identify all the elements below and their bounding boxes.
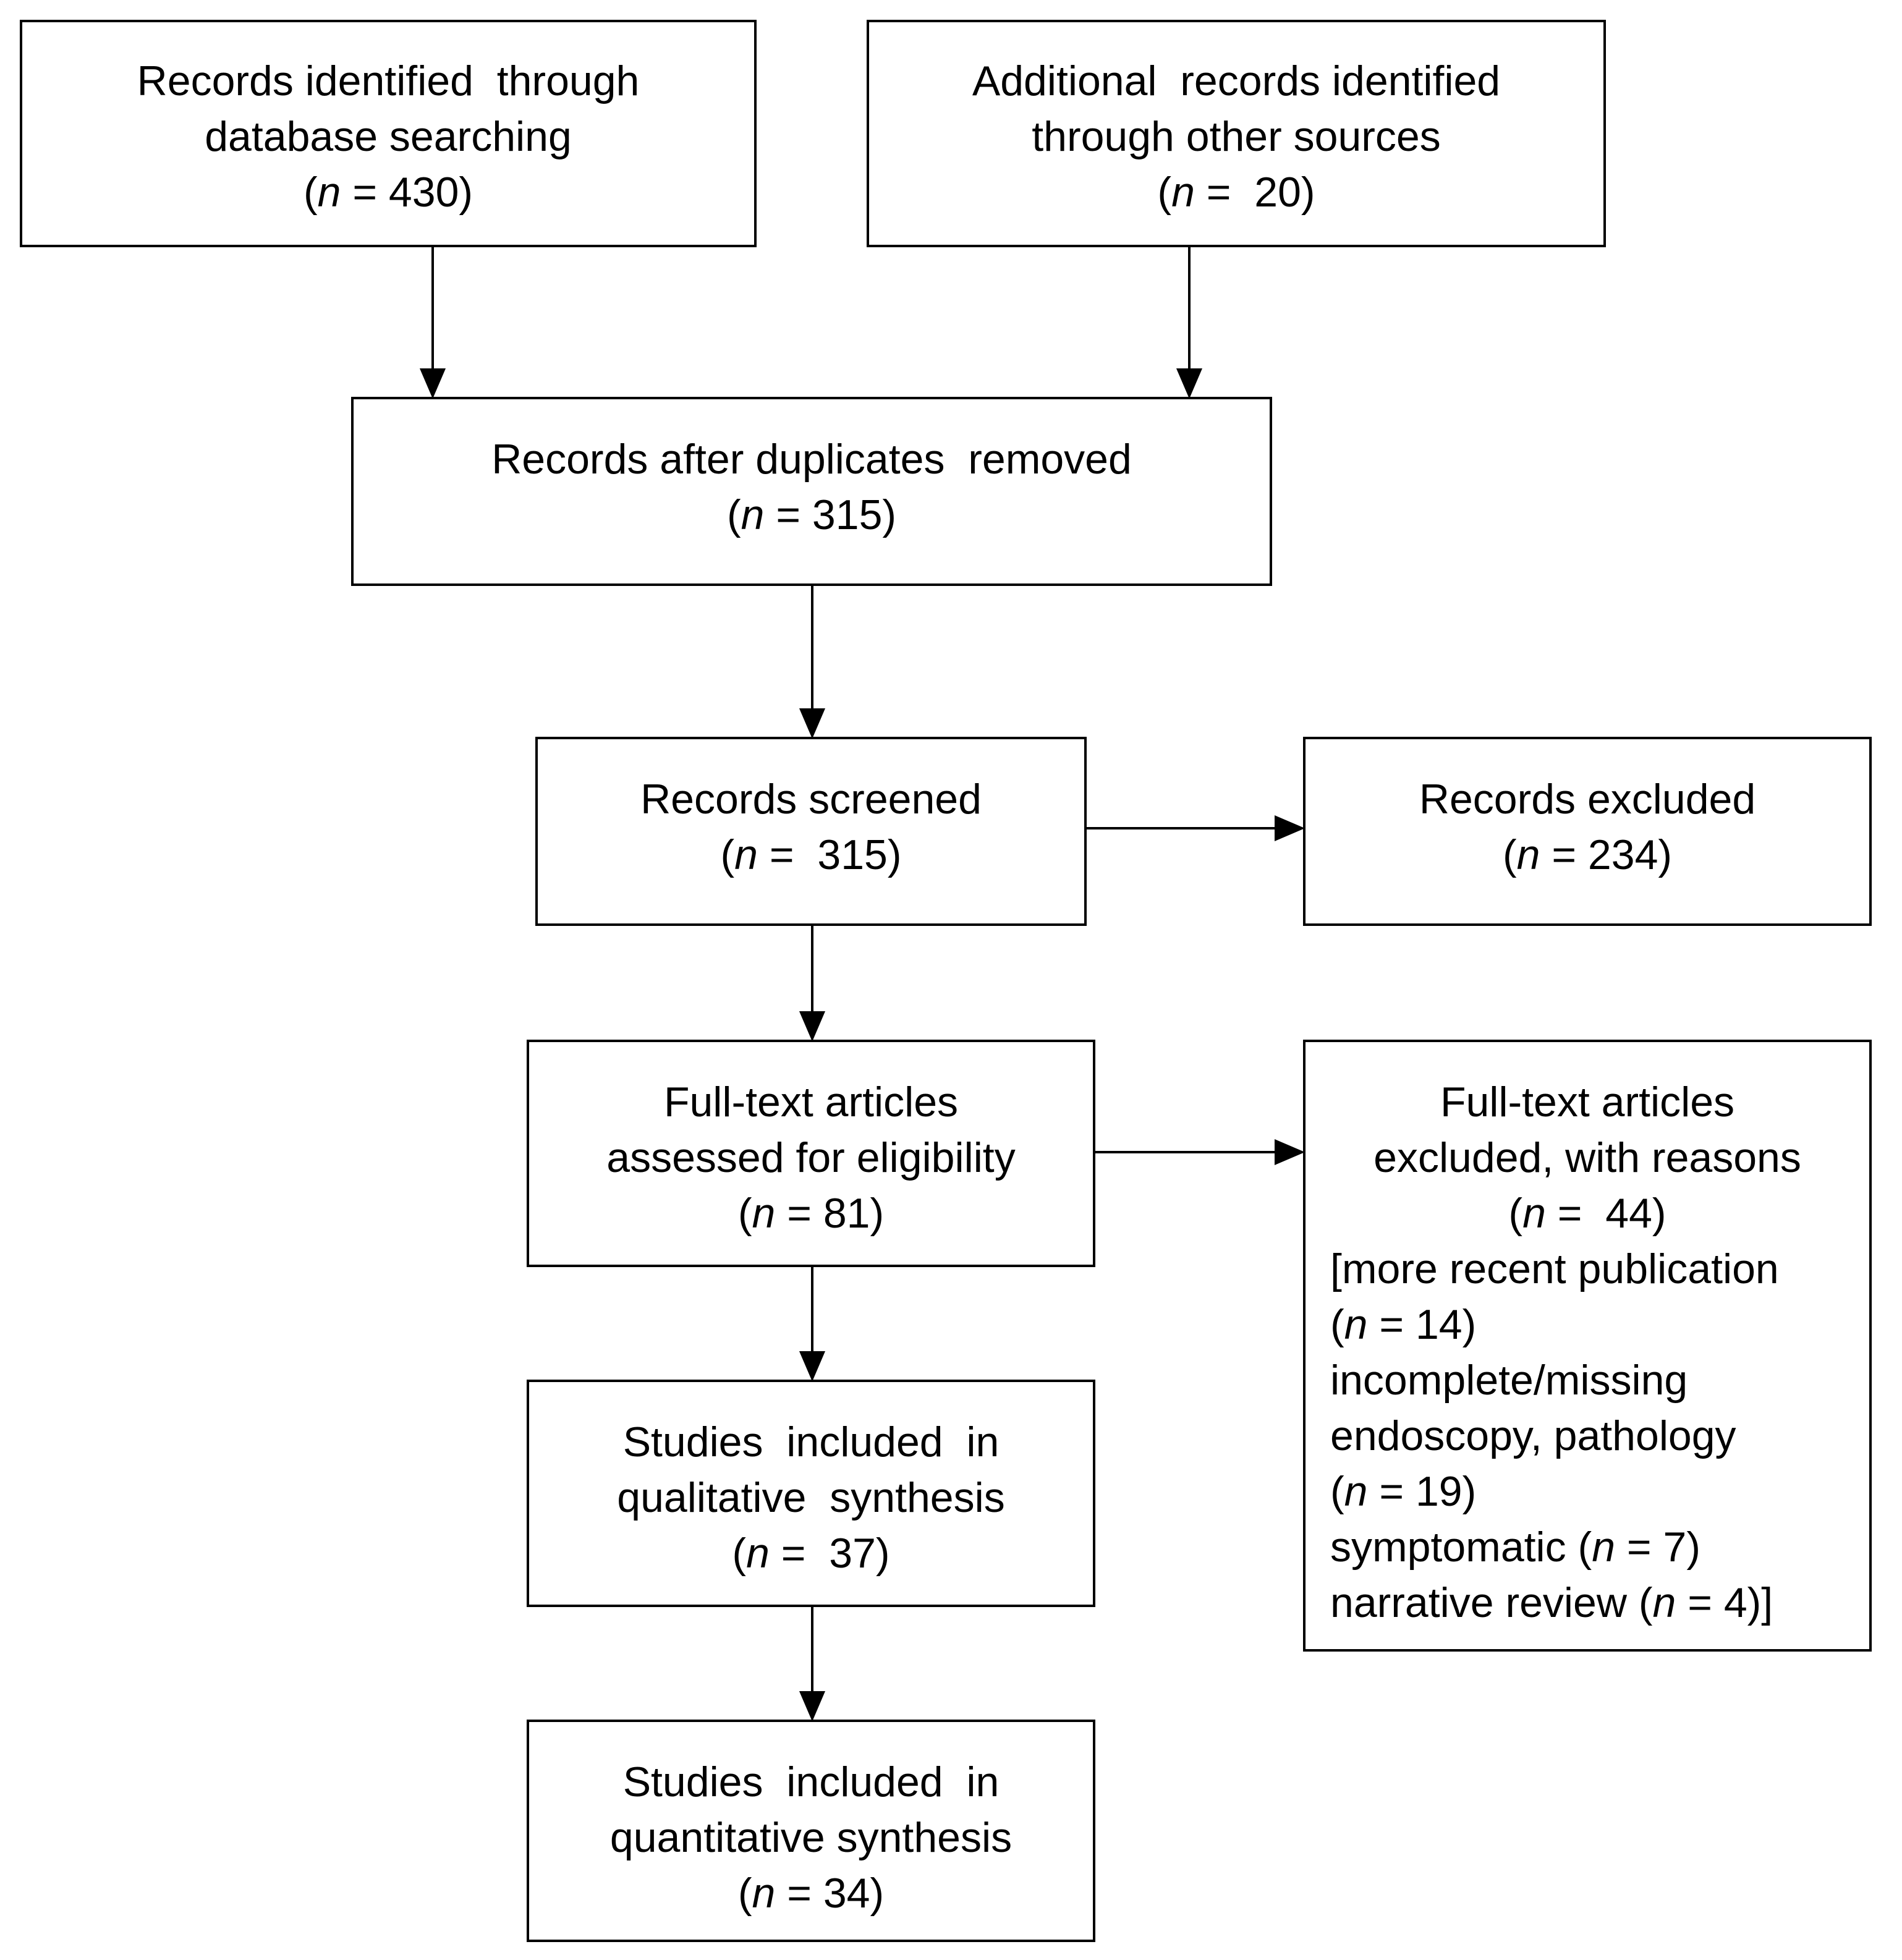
reason-count-value: = 7) bbox=[1615, 1524, 1700, 1571]
reason-count-value: = 19) bbox=[1367, 1468, 1477, 1515]
reason-count-prefix: ( bbox=[1330, 1468, 1344, 1515]
reason-text: incomplete/missing bbox=[1330, 1357, 1688, 1404]
count-n: n bbox=[1522, 1190, 1546, 1237]
box-qualitative-synthesis: Studies included in qualitative synthesi… bbox=[527, 1380, 1095, 1607]
count-value: = 430) bbox=[341, 169, 473, 216]
reason-line: incomplete/missing bbox=[1330, 1352, 1869, 1408]
box-records-screened: Records screened (n = 315) bbox=[535, 737, 1087, 926]
box-text-line: Records after duplicates removed bbox=[491, 436, 1132, 483]
box-database-search: Records identified through database sear… bbox=[20, 20, 757, 247]
reason-text: narrative review bbox=[1330, 1579, 1639, 1626]
box-text-line: through other sources bbox=[1032, 113, 1441, 160]
count-prefix: ( bbox=[726, 491, 741, 538]
box-count: (n = 37) bbox=[529, 1525, 1093, 1581]
count-value: = 20) bbox=[1194, 169, 1315, 216]
reason-count-prefix: ( bbox=[1330, 1301, 1344, 1348]
reason-line: endoscopy, pathology bbox=[1330, 1408, 1869, 1464]
count-prefix: ( bbox=[303, 169, 318, 216]
count-n: n bbox=[752, 1870, 776, 1917]
reason-text: symptomatic bbox=[1330, 1524, 1578, 1571]
count-value: = 315) bbox=[757, 831, 902, 878]
box-text-line: Records excluded bbox=[1419, 776, 1756, 823]
count-prefix: ( bbox=[720, 831, 735, 878]
reason-line: narrative review (n = 4)] bbox=[1330, 1575, 1869, 1631]
reason-count-n: n bbox=[1592, 1524, 1616, 1571]
box-count: (n = 44) bbox=[1306, 1186, 1869, 1241]
arrow-screened-to-fulltext bbox=[799, 925, 826, 1042]
reason-count-n: n bbox=[1344, 1468, 1368, 1515]
box-count: (n = 20) bbox=[869, 164, 1603, 220]
box-count: (n = 34) bbox=[529, 1865, 1093, 1921]
box-fulltext-assessed: Full-text articles assessed for eligibil… bbox=[527, 1040, 1095, 1267]
box-fulltext-excluded: Full-text articles excluded, with reason… bbox=[1303, 1040, 1872, 1652]
count-value: = 44) bbox=[1545, 1190, 1666, 1237]
box-records-excluded: Records excluded (n = 234) bbox=[1303, 737, 1872, 926]
count-value: = 234) bbox=[1540, 831, 1673, 878]
reason-count-prefix: ( bbox=[1577, 1524, 1592, 1571]
count-prefix: ( bbox=[737, 1190, 752, 1237]
box-count: (n = 430) bbox=[22, 164, 754, 220]
box-count: (n = 234) bbox=[1306, 827, 1869, 883]
box-text-line: Records screened bbox=[640, 776, 982, 823]
box-text-line: Additional records identified bbox=[972, 57, 1501, 104]
count-n: n bbox=[317, 169, 341, 216]
reason-line: symptomatic (n = 7) bbox=[1330, 1519, 1869, 1575]
box-duplicates-removed: Records after duplicates removed (n = 31… bbox=[351, 397, 1272, 586]
count-value: = 37) bbox=[769, 1530, 890, 1577]
box-count: (n = 315) bbox=[538, 827, 1084, 883]
box-quantitative-synthesis: Studies included in quantitative synthes… bbox=[527, 1720, 1095, 1942]
count-prefix: ( bbox=[732, 1530, 747, 1577]
reason-count-value: = 4)] bbox=[1676, 1579, 1773, 1626]
box-text-line: Full-text articles bbox=[1440, 1079, 1735, 1126]
count-prefix: ( bbox=[1157, 169, 1172, 216]
box-count: (n = 81) bbox=[529, 1186, 1093, 1241]
box-count: (n = 315) bbox=[354, 487, 1270, 543]
count-n: n bbox=[1516, 831, 1540, 878]
box-text-line: Records identified through bbox=[137, 57, 640, 104]
reason-text: [more recent publication bbox=[1330, 1245, 1779, 1292]
count-prefix: ( bbox=[737, 1870, 752, 1917]
box-other-sources: Additional records identified through ot… bbox=[867, 20, 1606, 247]
arrow-dup-to-screened bbox=[799, 585, 826, 739]
reason-count-value: = 14) bbox=[1367, 1301, 1477, 1348]
reason-line: [more recent publication bbox=[1330, 1241, 1869, 1297]
count-n: n bbox=[734, 831, 758, 878]
count-value: = 34) bbox=[775, 1870, 885, 1917]
box-text-line: Studies included in bbox=[622, 1419, 1000, 1466]
box-text-line: Full-text articles bbox=[663, 1079, 959, 1126]
reason-count-n: n bbox=[1652, 1579, 1676, 1626]
reason-count-prefix: ( bbox=[1638, 1579, 1653, 1626]
box-text-line: Studies included in bbox=[622, 1758, 1000, 1805]
reason-line: (n = 19) bbox=[1330, 1464, 1869, 1519]
arrow-fulltext-to-excluded bbox=[1093, 1139, 1306, 1166]
count-n: n bbox=[1171, 169, 1195, 216]
box-text-line: assessed for eligibility bbox=[606, 1134, 1016, 1181]
arrow-screened-to-excluded bbox=[1084, 815, 1306, 842]
count-prefix: ( bbox=[1508, 1190, 1523, 1237]
box-text-line: database searching bbox=[205, 113, 572, 160]
count-n: n bbox=[752, 1190, 776, 1237]
reason-line: (n = 14) bbox=[1330, 1297, 1869, 1352]
box-text-line: quantitative synthesis bbox=[609, 1814, 1013, 1861]
count-n: n bbox=[746, 1530, 770, 1577]
count-prefix: ( bbox=[1502, 831, 1517, 878]
reason-count-n: n bbox=[1344, 1301, 1368, 1348]
arrow-db-to-dup bbox=[419, 247, 446, 399]
count-n: n bbox=[741, 491, 765, 538]
arrow-qualitative-to-quantitative bbox=[799, 1605, 826, 1722]
count-value: = 81) bbox=[775, 1190, 885, 1237]
arrow-fulltext-to-qualitative bbox=[799, 1265, 826, 1382]
count-value: = 315) bbox=[764, 491, 897, 538]
box-text-line: excluded, with reasons bbox=[1373, 1134, 1801, 1181]
reason-text: endoscopy, pathology bbox=[1330, 1412, 1736, 1459]
box-text-line: qualitative synthesis bbox=[617, 1474, 1005, 1521]
arrow-other-to-dup bbox=[1176, 247, 1203, 399]
